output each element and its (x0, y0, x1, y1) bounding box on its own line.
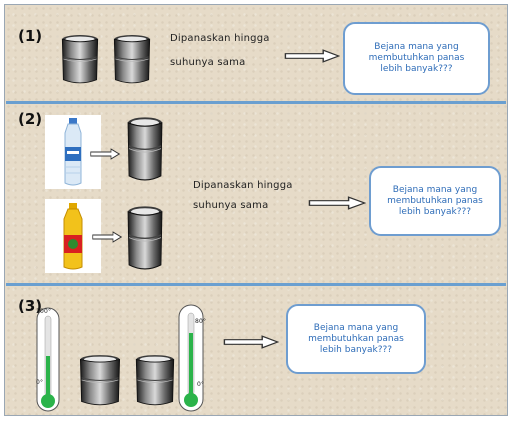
section-3-number: (3) (18, 297, 43, 315)
beaker-icon (56, 34, 104, 86)
thermo-right-top-label: 80° (195, 318, 207, 325)
section-2-number: (2) (18, 110, 43, 128)
beaker-icon (125, 205, 165, 273)
thermo-left-top-label: 100° (36, 308, 52, 315)
thermometer-right-icon (173, 303, 211, 413)
question-bubble-1: Bejana mana yang membutuhkan panas lebih… (343, 22, 490, 95)
question-bubble-3: Bejana mana yang membutuhkan panas lebih… (286, 304, 426, 374)
right-arrow-icon (90, 145, 120, 157)
section-1-number: (1) (18, 27, 43, 45)
beaker-icon (125, 116, 165, 184)
section-2-label-line1: Dipanaskan hingga (193, 180, 293, 191)
beaker-icon (108, 34, 156, 86)
thermo-right-bottom-label: 0° (197, 381, 205, 388)
oil-bottle-image (45, 199, 101, 273)
right-arrow-icon (308, 195, 366, 209)
beaker-icon (77, 354, 123, 408)
thermometer-left-icon (33, 306, 63, 413)
section-divider (6, 101, 506, 104)
right-arrow-icon (284, 48, 340, 62)
section-1-label-line1: Dipanaskan hingga (170, 33, 270, 44)
question-bubble-2: Bejana mana yang membutuhkan panas lebih… (369, 166, 501, 236)
section-1-label-line2: suhunya sama (170, 57, 246, 68)
right-arrow-icon (92, 228, 122, 240)
section-2-label-line2: suhunya sama (193, 200, 269, 211)
right-arrow-icon (223, 334, 279, 348)
section-divider (6, 283, 506, 286)
beaker-icon (133, 354, 177, 408)
thermo-left-bottom-label: 0° (36, 379, 44, 386)
